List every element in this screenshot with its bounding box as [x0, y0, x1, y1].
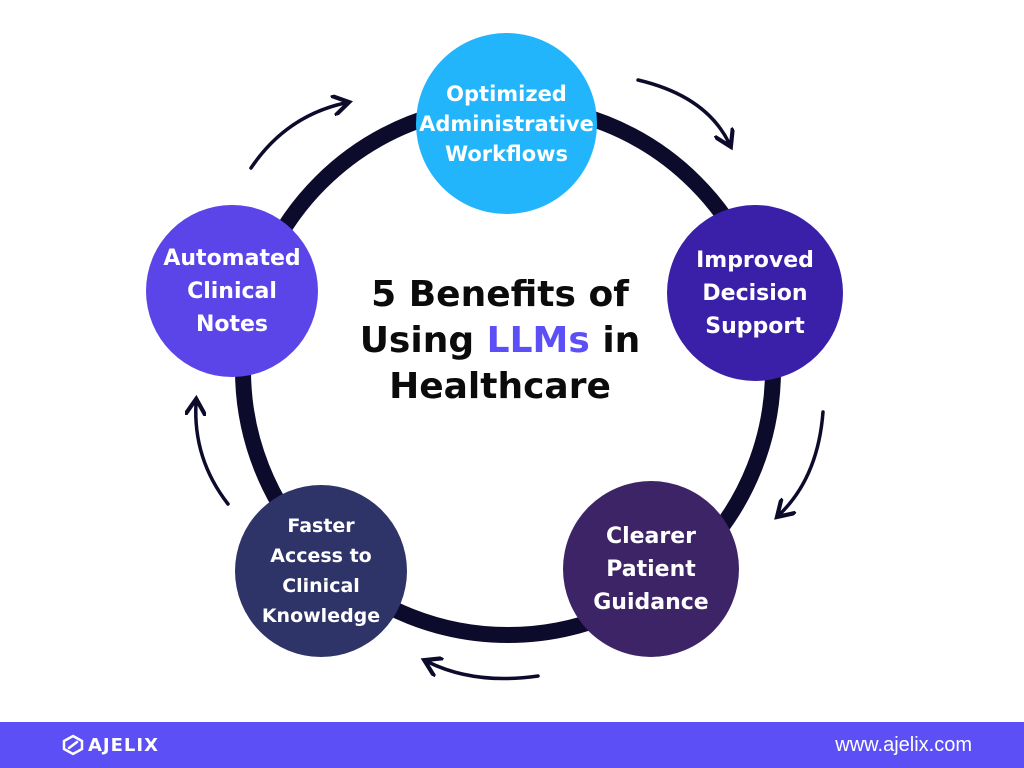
benefit-label-line: Access to [270, 545, 372, 567]
benefit-label-line: Patient [606, 556, 696, 582]
website-link[interactable]: www.ajelix.com [835, 734, 972, 756]
title-highlight-text: LLMs [486, 320, 590, 361]
title-after-text: in Healthcare [389, 320, 641, 407]
benefit-label-line: Guidance [593, 589, 709, 615]
benefit-label-line: Support [705, 313, 805, 339]
curved-arrow-icon [428, 662, 540, 681]
benefit-label-line: Administrative [419, 111, 594, 136]
benefit-label-line: Clinical [282, 575, 360, 597]
benefit-label-line: Faster [287, 515, 355, 537]
curved-arrow-icon [249, 103, 345, 170]
title-before-text: 5 Benefits of Using [359, 274, 629, 361]
diagram-title: 5 Benefits of Using LLMs in Healthcare [330, 272, 670, 410]
footer-bar: AJELIX www.ajelix.com [0, 722, 1024, 768]
benefit-label-line: Knowledge [261, 605, 381, 627]
benefit-label-line: Improved [696, 247, 814, 273]
benefit-label-line: Notes [195, 311, 269, 337]
brand-logo[interactable]: AJELIX [62, 733, 159, 757]
benefit-label-line: Clearer [605, 523, 697, 549]
benefit-label-line: Decision [702, 280, 808, 306]
benefit-label-line: Clinical [187, 278, 277, 304]
ajelix-logo-icon [62, 734, 84, 756]
benefit-label-line: Optimized [446, 81, 567, 106]
curved-arrow-icon [636, 78, 729, 143]
curved-arrow-icon [196, 403, 230, 506]
brand-name: AJELIX [88, 734, 159, 756]
benefit-label-line: Automated [163, 245, 301, 271]
benefit-label-line: Workflows [444, 141, 569, 166]
curved-arrow-icon [780, 410, 825, 514]
